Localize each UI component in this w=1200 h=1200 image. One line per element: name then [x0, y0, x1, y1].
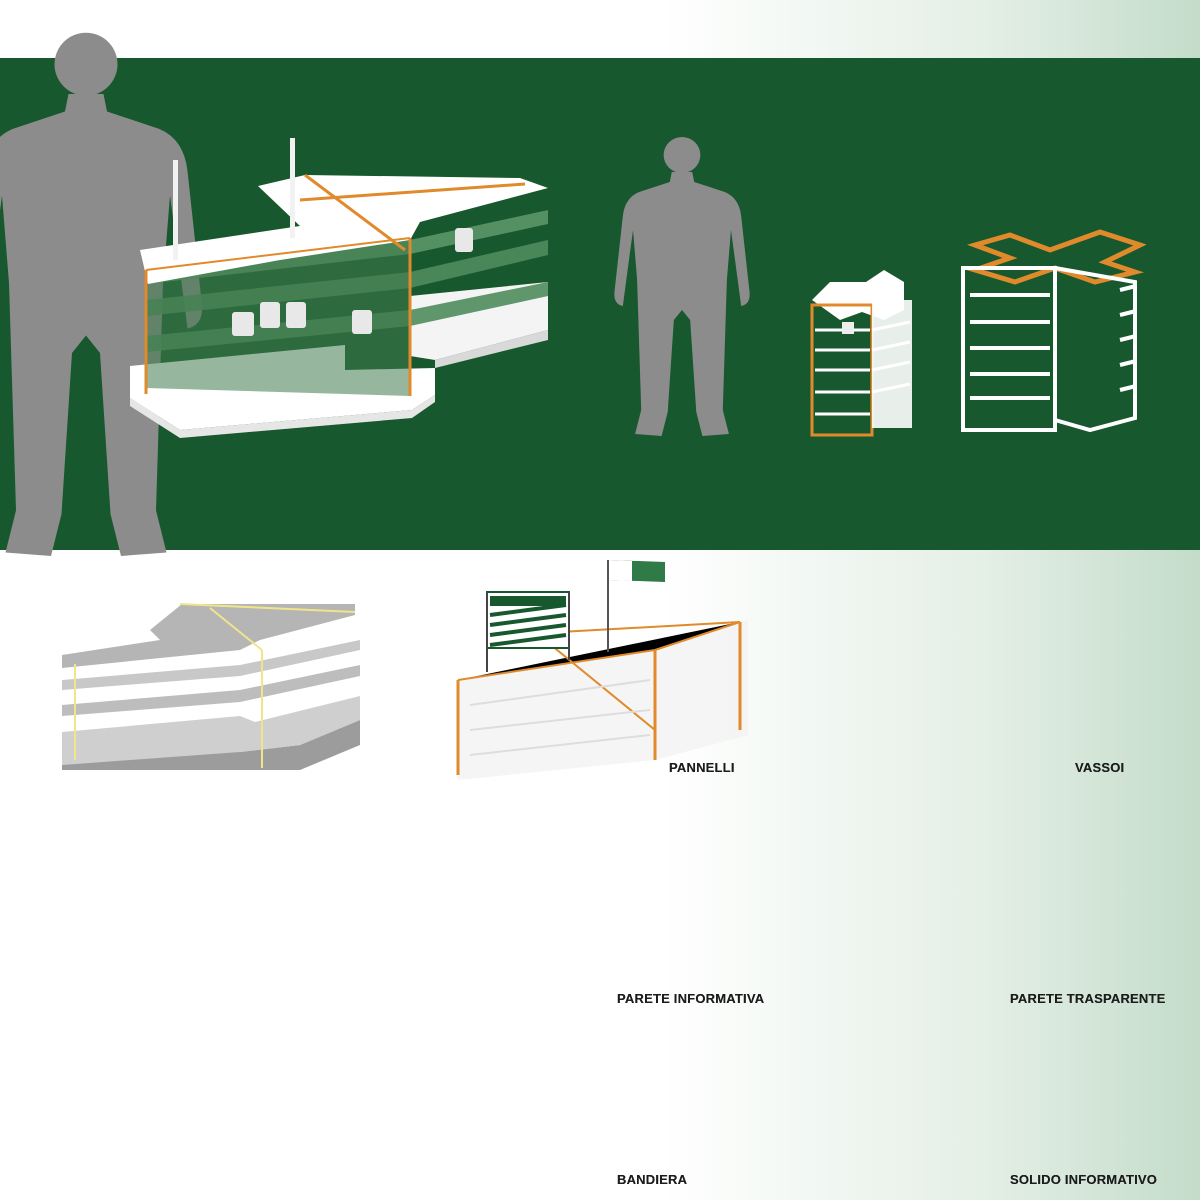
label-parete-trasparente: PARETE TRASPARENTE	[1010, 991, 1166, 1006]
counter-grey-base	[62, 603, 360, 770]
label-vassoi: VASSOI	[1075, 760, 1125, 775]
label-parete-informativa: PARETE INFORMATIVA	[617, 991, 765, 1006]
label-bandiera: BANDIERA	[617, 1172, 688, 1187]
caption-bandiera: BANDIERA	[617, 1172, 688, 1187]
caption-parete-informativa: PARETE INFORMATIVA	[617, 991, 765, 1006]
label-solido-informativo: SOLIDO INFORMATIVO	[1010, 1172, 1158, 1187]
person-silhouette-center	[614, 137, 750, 436]
caption-parete-trasparente: PARETE TRASPARENTE	[1010, 991, 1166, 1006]
caption-vassoi: VASSOI	[1075, 760, 1125, 775]
small-tower-display	[810, 270, 912, 437]
main-counter-display	[130, 138, 548, 438]
corner-tower-display	[961, 229, 1147, 433]
caption-pannelli: PANNELLI	[669, 760, 735, 775]
label-pannelli: PANNELLI	[669, 760, 735, 775]
caption-solido-informativo: SOLIDO INFORMATIVO	[1010, 1172, 1158, 1187]
counter-pannelli	[456, 560, 748, 780]
